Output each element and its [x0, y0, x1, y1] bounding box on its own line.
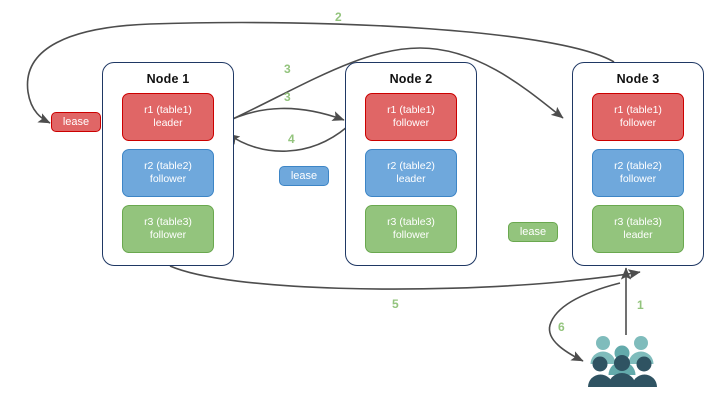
node-title-3: Node 3	[616, 72, 660, 86]
lease-label: lease	[62, 116, 90, 128]
replica-r3-node2[interactable]: r3 (table3) follower	[365, 205, 457, 253]
node-container-3: Node 3 r1 (table1) follower r2 (table2) …	[572, 62, 704, 266]
replica-name: r3 (table3)	[614, 215, 662, 228]
replica-r2-node1[interactable]: r2 (table2) follower	[122, 149, 214, 197]
replica-name: r1 (table1)	[387, 103, 435, 116]
replica-name: r3 (table3)	[144, 215, 192, 228]
users-icon	[588, 336, 657, 387]
lease-label: lease	[519, 226, 547, 238]
step-label-6: 6	[558, 320, 565, 334]
replica-role: leader	[396, 173, 426, 185]
replica-r1-node1[interactable]: r1 (table1) leader	[122, 93, 214, 141]
replica-role: follower	[619, 117, 657, 129]
replica-list-3: r1 (table1) follower r2 (table2) followe…	[573, 93, 703, 253]
replica-name: r2 (table2)	[144, 159, 192, 172]
lease-chip-table1[interactable]: lease	[51, 112, 101, 132]
replica-r2-node3[interactable]: r2 (table2) follower	[592, 149, 684, 197]
replica-name: r2 (table2)	[614, 159, 662, 172]
node-title-2: Node 2	[389, 72, 433, 86]
replica-role: follower	[149, 173, 187, 185]
step-label-5: 5	[392, 297, 399, 311]
replica-role: follower	[149, 229, 187, 241]
node-container-2: Node 2 r1 (table1) follower r2 (table2) …	[345, 62, 477, 266]
lease-chip-table2[interactable]: lease	[279, 166, 329, 186]
step-label-1: 1	[637, 298, 644, 312]
node-container-1: Node 1 r1 (table1) leader r2 (table2) fo…	[102, 62, 234, 266]
replica-name: r1 (table1)	[614, 103, 662, 116]
replica-name: r1 (table1)	[144, 103, 192, 116]
step-label-2: 2	[335, 10, 342, 24]
lease-chip-table3[interactable]: lease	[508, 222, 558, 242]
replica-r3-node3[interactable]: r3 (table3) leader	[592, 205, 684, 253]
replica-r3-node1[interactable]: r3 (table3) follower	[122, 205, 214, 253]
replica-list-1: r1 (table1) leader r2 (table2) follower …	[103, 93, 233, 253]
node-title-1: Node 1	[146, 72, 190, 86]
replica-list-2: r1 (table1) follower r2 (table2) leader …	[346, 93, 476, 253]
replica-r1-node2[interactable]: r1 (table1) follower	[365, 93, 457, 141]
replica-role: follower	[392, 117, 430, 129]
step-label-3b: 3	[284, 90, 291, 104]
edge-step-3-lower	[221, 107, 345, 125]
replica-r1-node3[interactable]: r1 (table1) follower	[592, 93, 684, 141]
replica-name: r3 (table3)	[387, 215, 435, 228]
step-label-4: 4	[288, 132, 295, 146]
replica-role: follower	[619, 173, 657, 185]
replica-role: leader	[153, 117, 183, 129]
replica-role: leader	[623, 229, 653, 241]
edge-step-5	[169, 265, 641, 290]
lease-label: lease	[290, 170, 318, 182]
replica-r2-node2[interactable]: r2 (table2) leader	[365, 149, 457, 197]
step-label-3a: 3	[284, 62, 291, 76]
replica-role: follower	[392, 229, 430, 241]
replica-name: r2 (table2)	[387, 159, 435, 172]
